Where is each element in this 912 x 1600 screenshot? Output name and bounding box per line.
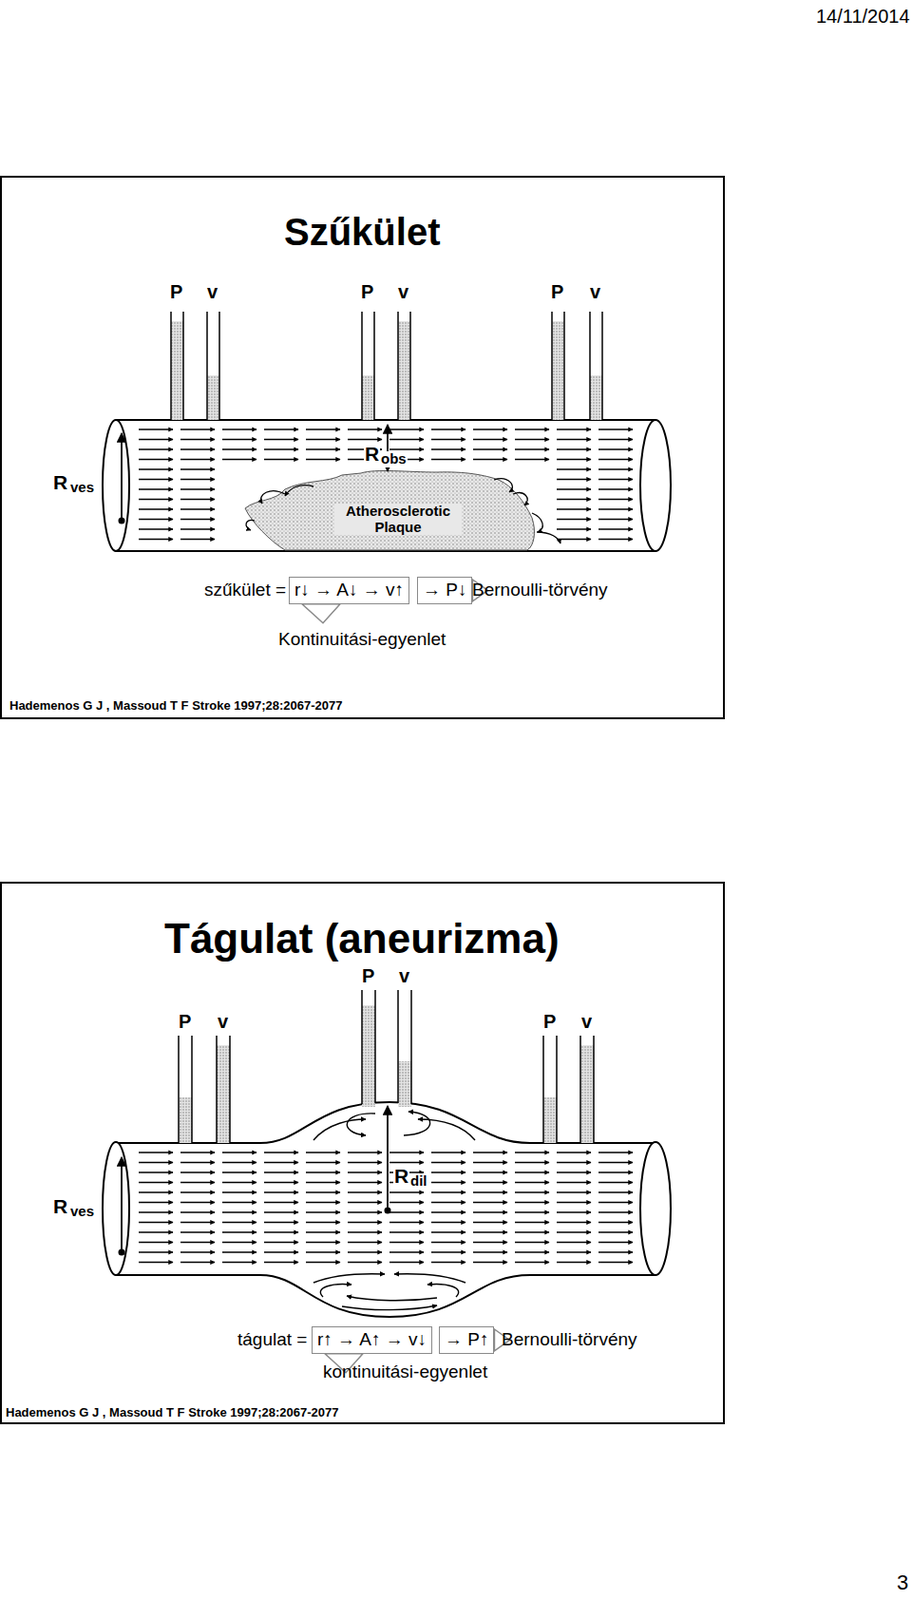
radius-symbol: R <box>53 471 68 494</box>
pressure-label: P <box>178 1010 191 1032</box>
velocity-label: v <box>399 965 410 987</box>
citation: Hademenos G J , Massoud T F Stroke 1997;… <box>9 699 342 713</box>
velocity-label: v <box>217 1010 228 1032</box>
formula-text: r↓ → A↓ → v↑ <box>294 579 404 600</box>
radius-arrows <box>121 1105 388 1253</box>
atherosclerotic-plaque <box>245 470 534 551</box>
formula-text: → P↓ <box>422 579 467 600</box>
slide-title: Tágulat (aneurizma) <box>164 915 560 962</box>
radius-symbol: R <box>393 1164 410 1187</box>
vessel <box>102 419 671 551</box>
velocity-label: v <box>398 281 409 303</box>
radius-dot <box>384 1207 392 1215</box>
formula-callout: r↓ → A↓ → v↑ <box>288 576 410 605</box>
formula-callout: → P↑ <box>438 1326 494 1354</box>
formula-text: → P↑ <box>444 1329 489 1349</box>
flow-arrows <box>138 1152 633 1263</box>
radius-subscript: ves <box>70 479 95 496</box>
pressure-label: P <box>551 281 564 303</box>
radius-dot <box>118 517 126 525</box>
callout-label: Kontinuitási-egyenlet <box>278 629 446 650</box>
radius-subscript: dil <box>409 1173 429 1190</box>
turbulence-arrows <box>246 478 561 544</box>
equation-lead: szűkület = <box>204 580 286 601</box>
callout-pointer <box>302 604 341 624</box>
manometer-tubes <box>178 989 594 1143</box>
pressure-label: P <box>361 965 375 987</box>
citation: Hademenos G J , Massoud T F Stroke 1997;… <box>5 1406 339 1420</box>
slide-frame <box>0 176 724 719</box>
radius-symbol: R <box>363 442 380 465</box>
formula-text: r↑ → A↑ → v↓ <box>317 1329 427 1349</box>
law-name: Bernoulli-törvény <box>501 1330 638 1350</box>
radius-subscript: obs <box>380 451 408 468</box>
slide-title: Szűkület <box>284 210 440 253</box>
pressure-label: P <box>170 281 183 303</box>
radius-symbol: R <box>53 1195 68 1217</box>
velocity-label: v <box>207 281 218 303</box>
callout-label: kontinuitási-egyenlet <box>323 1362 488 1383</box>
manometer-tubes <box>171 311 603 420</box>
slide-frame <box>0 882 724 1424</box>
equation-lead: tágulat = <box>237 1330 307 1350</box>
formula-callout: → P↓ <box>417 576 473 605</box>
law-name: Bernoulli-törvény <box>472 580 608 601</box>
page-number: 3 <box>896 1571 909 1595</box>
velocity-label: v <box>581 1010 592 1032</box>
velocity-label: v <box>589 281 601 303</box>
pressure-label: P <box>361 281 374 303</box>
date: 14/11/2014 <box>816 5 911 27</box>
vortex-arrows <box>313 1111 475 1311</box>
plaque-label: Atherosclerotic Plaque <box>334 503 462 535</box>
pressure-label: P <box>543 1010 556 1032</box>
radius-subscript: ves <box>70 1203 95 1220</box>
radius-dot <box>118 1249 126 1256</box>
formula-callout: r↑ → A↑ → v↓ <box>311 1326 433 1354</box>
